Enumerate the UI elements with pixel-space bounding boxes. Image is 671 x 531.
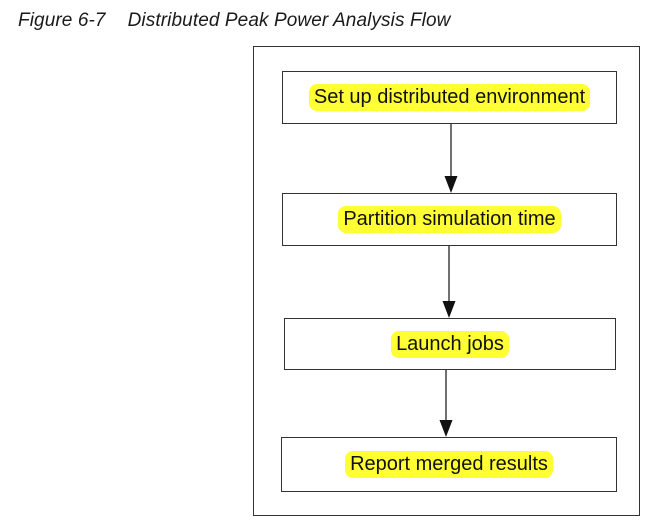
step-label-partition: Partition simulation time [338, 206, 561, 233]
step-box-setup: Set up distributed environment [282, 71, 617, 124]
figure-title: Distributed Peak Power Analysis Flow [127, 10, 451, 31]
step-box-report: Report merged results [281, 437, 617, 492]
step-box-partition: Partition simulation time [282, 193, 617, 246]
step-label-launch: Launch jobs [391, 330, 509, 358]
step-label-report: Report merged results [345, 451, 553, 478]
step-box-launch: Launch jobs [284, 318, 616, 370]
figure-caption: Figure 6-7 Distributed Peak Power Analysi… [18, 10, 450, 32]
diagram-frame [253, 46, 640, 516]
figure-number: Figure 6-7 [18, 10, 106, 31]
step-label-setup: Set up distributed environment [308, 84, 591, 111]
